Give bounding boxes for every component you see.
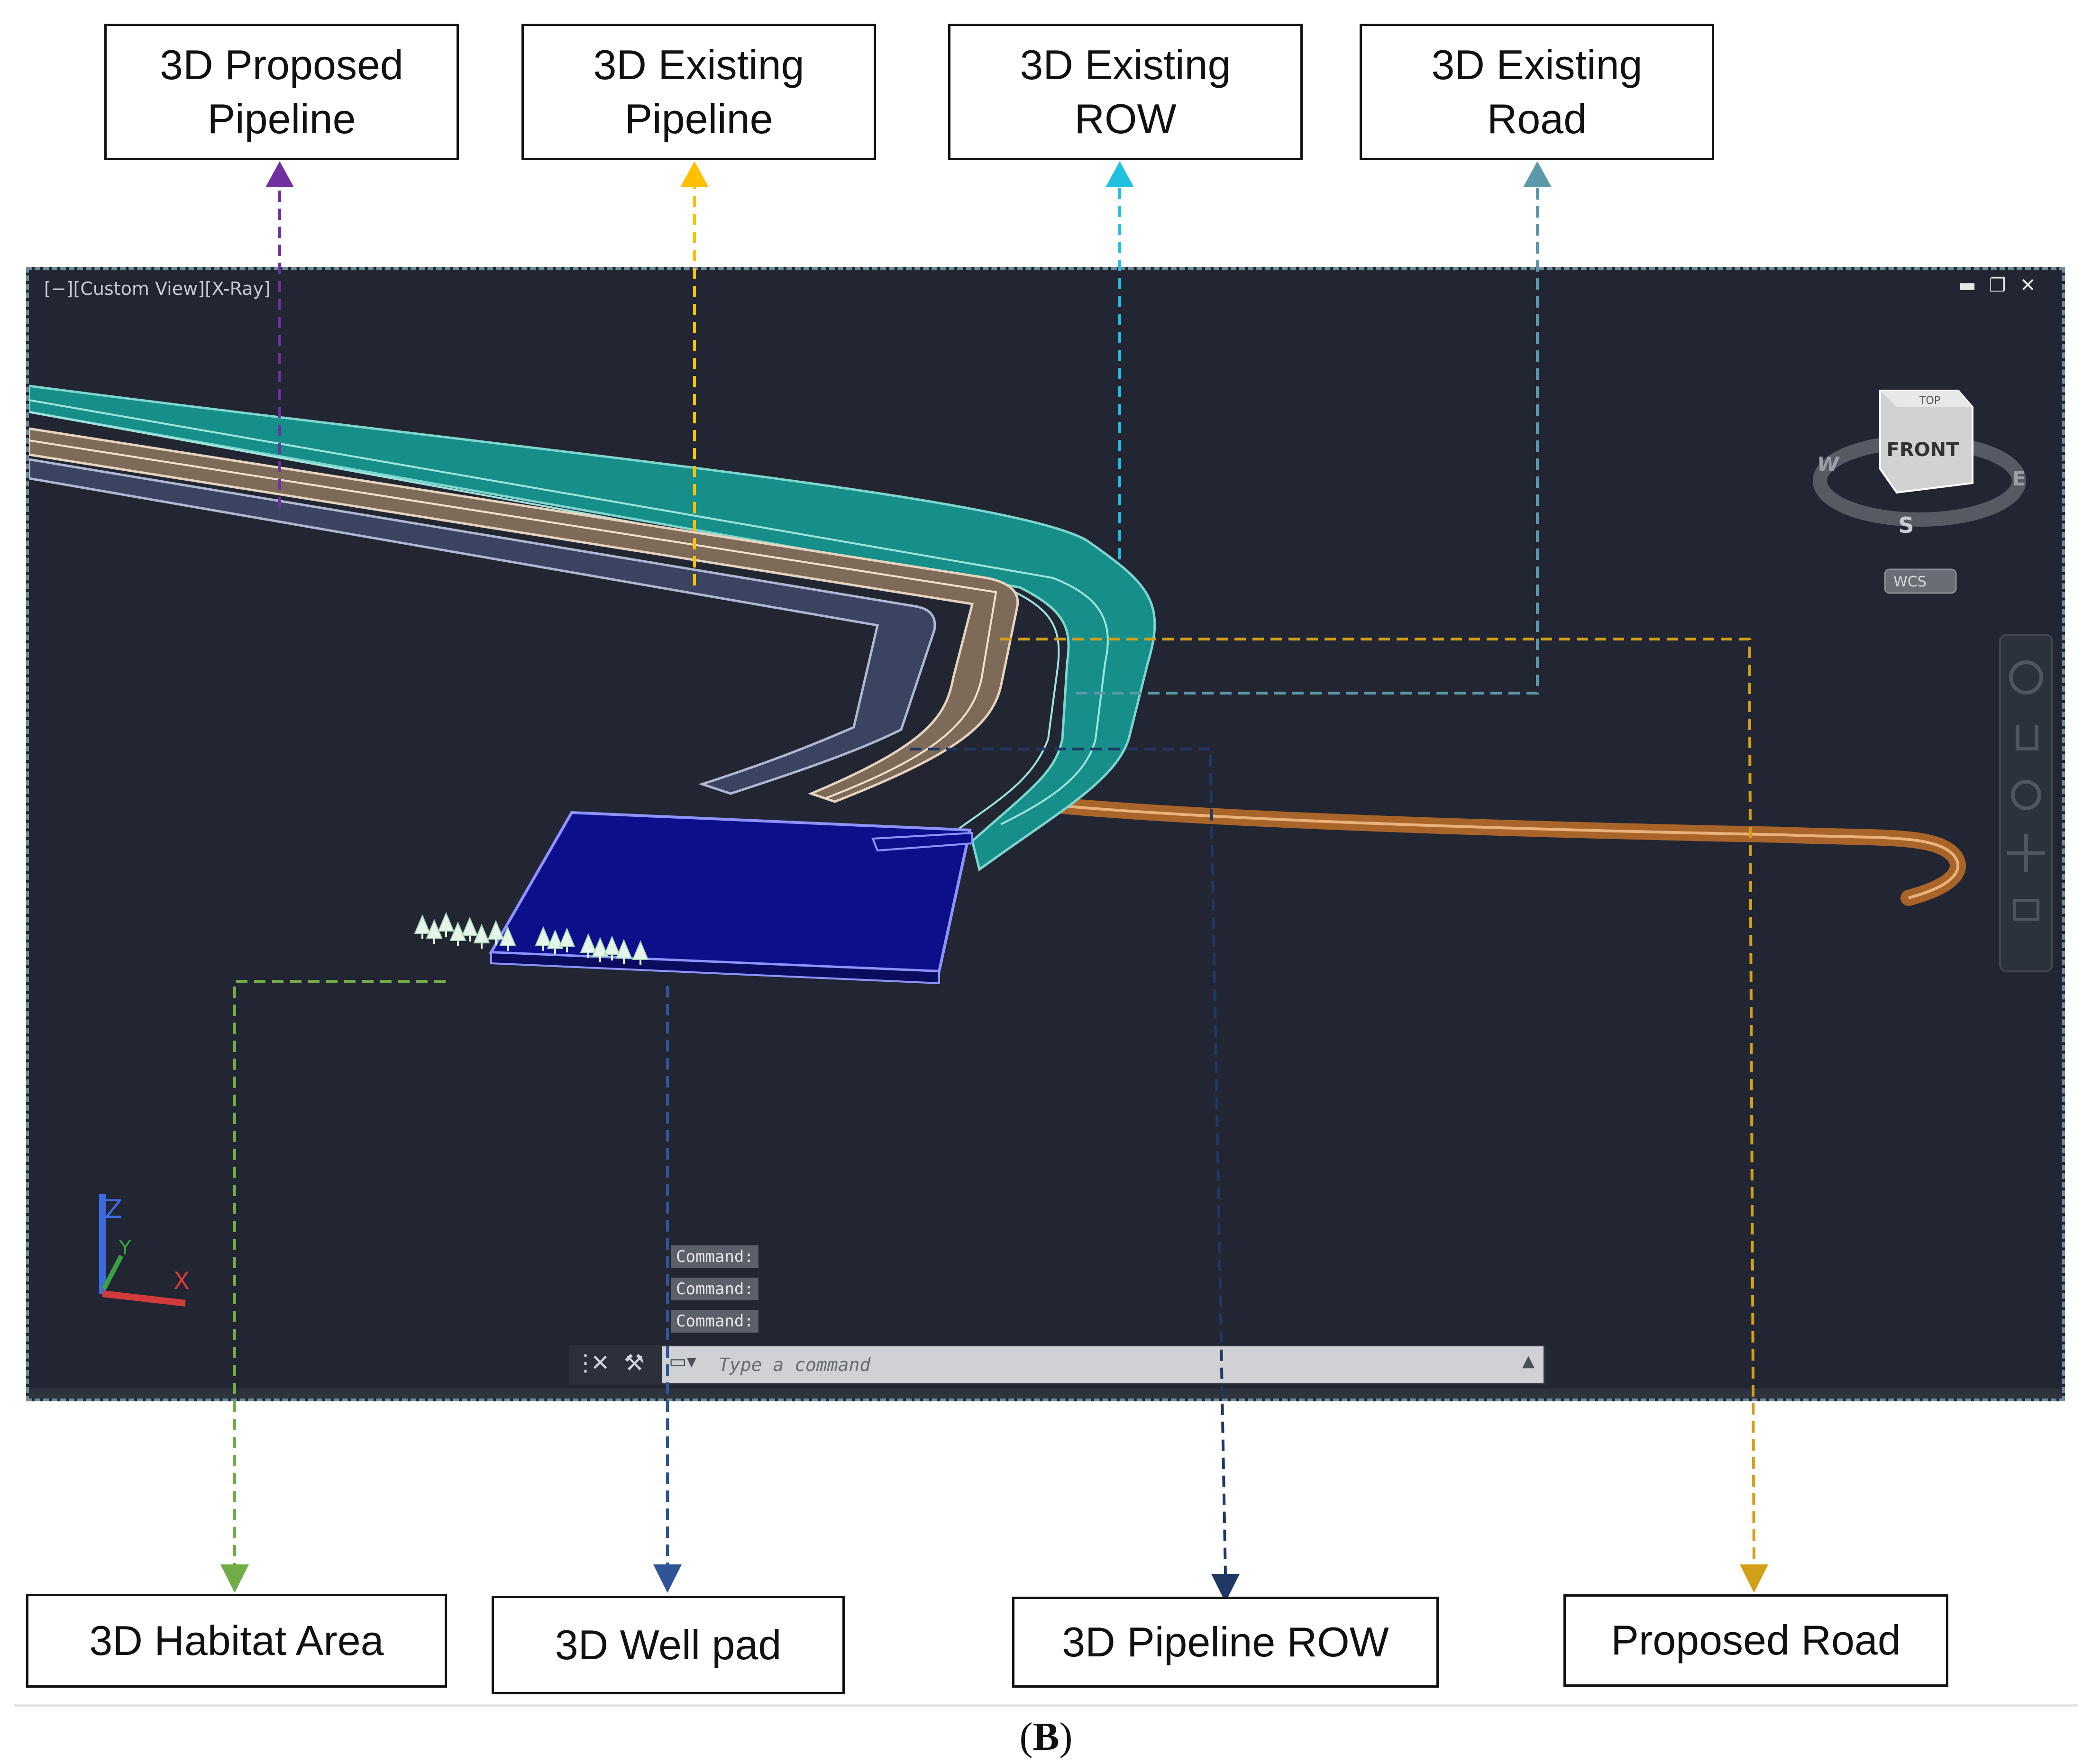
habitat-trees xyxy=(414,912,649,965)
chevron-up-icon[interactable]: ▲ xyxy=(1522,1352,1535,1371)
viewcube-top-label[interactable]: TOP xyxy=(1919,395,1940,407)
ucs-menu-button[interactable] xyxy=(1884,568,1957,594)
steering-wheel-icon[interactable] xyxy=(2009,660,2043,695)
viewcube-front-label[interactable]: FRONT xyxy=(1887,439,1960,461)
callout-proposed-road-label: Proposed Road xyxy=(1611,1617,1901,1664)
command-recent-icon[interactable]: ▭▾ xyxy=(669,1351,696,1372)
command-input[interactable]: Type a command xyxy=(662,1346,1544,1383)
close-icon[interactable]: ✕ xyxy=(2020,274,2036,296)
callout-existing-row-line1: 3D Existing xyxy=(1020,41,1231,88)
callout-proposed-road: Proposed Road xyxy=(1563,1594,1948,1687)
close-icon[interactable]: ✕ xyxy=(591,1350,610,1376)
callout-pipeline-row-label: 3D Pipeline ROW xyxy=(1062,1618,1389,1665)
orbit-icon[interactable] xyxy=(2007,834,2045,872)
well-pad-shape xyxy=(488,811,973,985)
callout-proposed-pipeline-line2: Pipeline xyxy=(207,95,356,142)
tree-icon xyxy=(487,920,504,940)
command-history-line: Command: xyxy=(671,1310,758,1333)
callout-existing-road: 3D Existing Road xyxy=(1360,24,1714,160)
compass-south-label[interactable]: S xyxy=(1898,512,1914,538)
viewport-view-label[interactable]: [−][Custom View][X-Ray] xyxy=(44,278,271,299)
callout-existing-row: 3D Existing ROW xyxy=(948,24,1303,160)
navigation-bar[interactable] xyxy=(1999,634,2053,972)
axis-z-label: Z xyxy=(105,1194,122,1224)
callout-well-pad-label: 3D Well pad xyxy=(555,1621,782,1668)
compass-west-label[interactable]: W xyxy=(1817,453,1840,476)
caption-letter: B xyxy=(1032,1715,1060,1759)
cad-viewport[interactable]: FRONT TOP W E S WCS Z Y X [−][C xyxy=(26,267,2065,1401)
ucs-menu-label[interactable]: WCS xyxy=(1893,574,1927,590)
pan-icon[interactable] xyxy=(2016,725,2038,750)
proposed-road-shape xyxy=(1050,797,1966,906)
callout-habitat-area-label: 3D Habitat Area xyxy=(89,1617,384,1664)
command-history-line: Command: xyxy=(671,1278,758,1300)
caption-open: ( xyxy=(1019,1715,1033,1759)
showmotion-icon[interactable] xyxy=(2013,899,2039,921)
callout-existing-pipeline: 3D Existing Pipeline xyxy=(521,24,876,160)
viewcube[interactable]: FRONT TOP W E S WCS xyxy=(1813,390,2026,594)
grip-icon[interactable]: ⋮ xyxy=(574,1350,597,1376)
callout-proposed-pipeline: 3D Proposed Pipeline xyxy=(104,24,459,160)
callout-existing-row-line2: ROW xyxy=(1074,95,1177,142)
callout-pipeline-row: 3D Pipeline ROW xyxy=(1012,1597,1439,1688)
proposed-pipeline-shape xyxy=(29,458,936,795)
wrench-icon[interactable]: ⚒ xyxy=(624,1350,645,1376)
callout-existing-road-line1: 3D Existing xyxy=(1431,41,1643,88)
callout-existing-road-line2: Road xyxy=(1487,95,1587,142)
status-strip xyxy=(29,1389,2062,1398)
minimize-icon[interactable]: ▬ xyxy=(1958,274,1976,296)
tree-icon xyxy=(414,914,431,934)
callout-proposed-pipeline-line1: 3D Proposed xyxy=(160,41,403,88)
tree-icon xyxy=(438,912,455,932)
figure-caption: (B) xyxy=(0,1714,2092,1760)
tree-icon xyxy=(461,916,478,936)
ucs-axis-icon: Z Y X xyxy=(99,1194,190,1307)
caption-close: ) xyxy=(1059,1715,1073,1759)
axis-y-label: Y xyxy=(119,1236,131,1259)
caption-divider xyxy=(14,1704,2078,1707)
axis-x-label: X xyxy=(174,1267,190,1295)
callout-habitat-area: 3D Habitat Area xyxy=(26,1594,447,1688)
callout-well-pad: 3D Well pad xyxy=(492,1596,845,1694)
command-history-line: Command: xyxy=(671,1245,758,1268)
zoom-icon[interactable] xyxy=(2011,780,2041,810)
callout-existing-pipeline-line1: 3D Existing xyxy=(593,41,804,88)
viewport-scene: FRONT TOP W E S WCS Z Y X xyxy=(29,384,2062,1398)
restore-icon[interactable]: ❐ xyxy=(1989,274,2006,296)
callout-existing-pipeline-line2: Pipeline xyxy=(624,95,773,142)
compass-east-label[interactable]: E xyxy=(2012,467,2026,490)
